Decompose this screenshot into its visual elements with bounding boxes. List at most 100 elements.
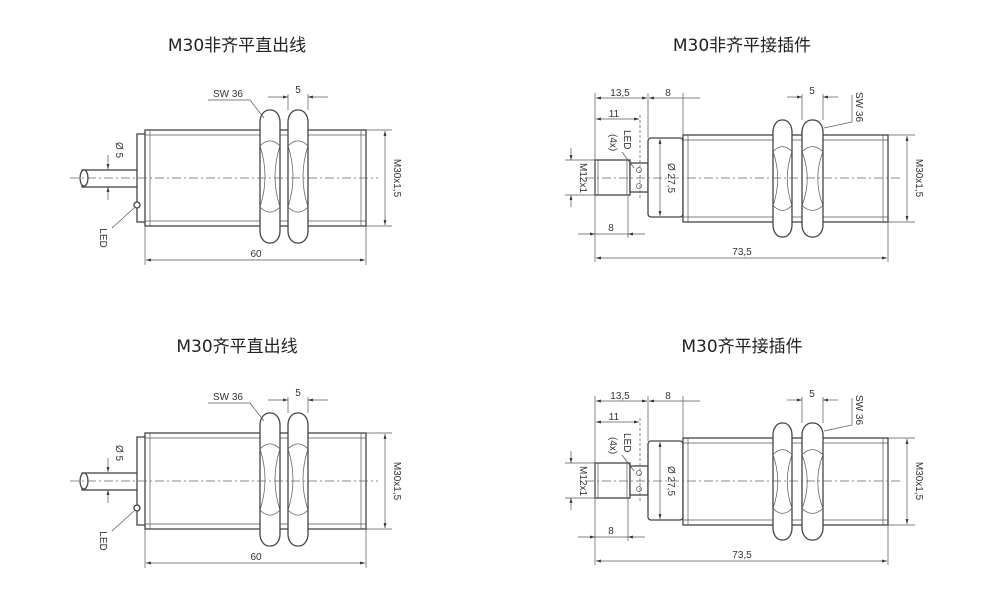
cable [81,472,139,491]
label-dim-d: 8 [608,526,614,537]
nut [259,109,281,244]
label-cable-diameter: Ø 5 [113,142,124,159]
label-flange-diameter: Ø 27,5 [665,163,676,193]
leader-line [208,402,265,422]
nut [801,422,824,541]
nut-edge [259,206,281,213]
nut-outline [772,422,793,541]
label-led: LED [621,130,632,149]
nut [259,412,281,547]
nut [801,119,824,238]
nut-edge [772,151,779,206]
nut-edge [287,448,294,511]
nut-edge [274,145,281,208]
leader-line [621,454,635,472]
label-thread: M30x1,5 [391,159,402,198]
leader-line [111,510,135,532]
nut-edge [259,443,281,450]
panel-title: M30齐平直出线 [176,337,297,357]
label-cable-diameter: Ø 5 [113,445,124,462]
label-dim-a: 13,5 [610,88,630,99]
leader-line [621,151,635,169]
label-length: 60 [250,249,262,260]
nut-edge [287,145,294,208]
nut-edge [772,454,779,509]
label-length: 73,5 [732,550,752,561]
nut-edge [801,508,824,514]
nut-edge [801,205,824,211]
label-led: LED [97,531,108,550]
nut-outline [801,119,824,238]
nut-edge [259,140,281,147]
nut-edge [259,448,266,511]
nut [772,422,793,541]
nut-edge [302,448,309,511]
nut-edge [259,509,281,516]
nut-edge [801,454,808,509]
nut-outline [801,422,824,541]
leader-line [111,207,135,229]
label-dim-b: 8 [665,391,671,402]
label-nut-width: 5 [809,86,815,97]
label-dim-b: 8 [665,88,671,99]
panel-title: M30非齐平直出线 [168,36,306,56]
nut-edge [772,508,793,514]
leader-line [823,398,853,432]
label-led-count: (4x) [607,437,618,454]
nut-edge [287,140,309,147]
nut-edge [302,145,309,208]
nut-outline [287,109,309,244]
led-indicator [133,504,141,512]
label-led: LED [97,228,108,247]
panel-title: M30非齐平接插件 [673,36,811,56]
nut-outline [772,119,793,238]
label-nut-width: 5 [809,389,815,400]
leader-line [823,95,853,129]
label-dim-c: 11 [609,412,620,423]
nut-edge [287,509,309,516]
nut-edge [259,145,266,208]
nut-edge [801,449,824,455]
m12-connector [594,462,631,499]
label-connector-thread: M12x1 [577,163,588,193]
nut-edge [287,443,309,450]
cable [81,169,139,188]
nut-edge [287,206,309,213]
led-indicator [636,470,642,476]
label-wrench-size: SW 36 [853,395,864,425]
nut [287,412,309,547]
nut-edge [786,454,793,509]
label-wrench-size: SW 36 [213,89,243,100]
led-indicator [636,167,642,173]
label-dim-c: 11 [609,109,620,120]
label-dim-a: 13,5 [610,391,630,402]
nut-outline [259,109,281,244]
m12-connector [594,159,631,196]
nut [772,119,793,238]
label-flange-diameter: Ø 27,5 [665,466,676,496]
nut-outline [287,412,309,547]
led-indicator [636,183,642,189]
nut-edge [801,146,824,152]
nut-edge [772,449,793,455]
nut-edge [772,146,793,152]
label-thread: M30x1,5 [391,462,402,501]
nut-edge [801,151,808,206]
led-indicator [636,486,642,492]
nut-outline [259,412,281,547]
nut-edge [817,151,824,206]
nut [287,109,309,244]
label-dim-d: 8 [608,223,614,234]
label-nut-width: 5 [295,388,301,399]
nut-edge [772,205,793,211]
nut-edge [274,448,281,511]
label-connector-thread: M12x1 [577,466,588,496]
